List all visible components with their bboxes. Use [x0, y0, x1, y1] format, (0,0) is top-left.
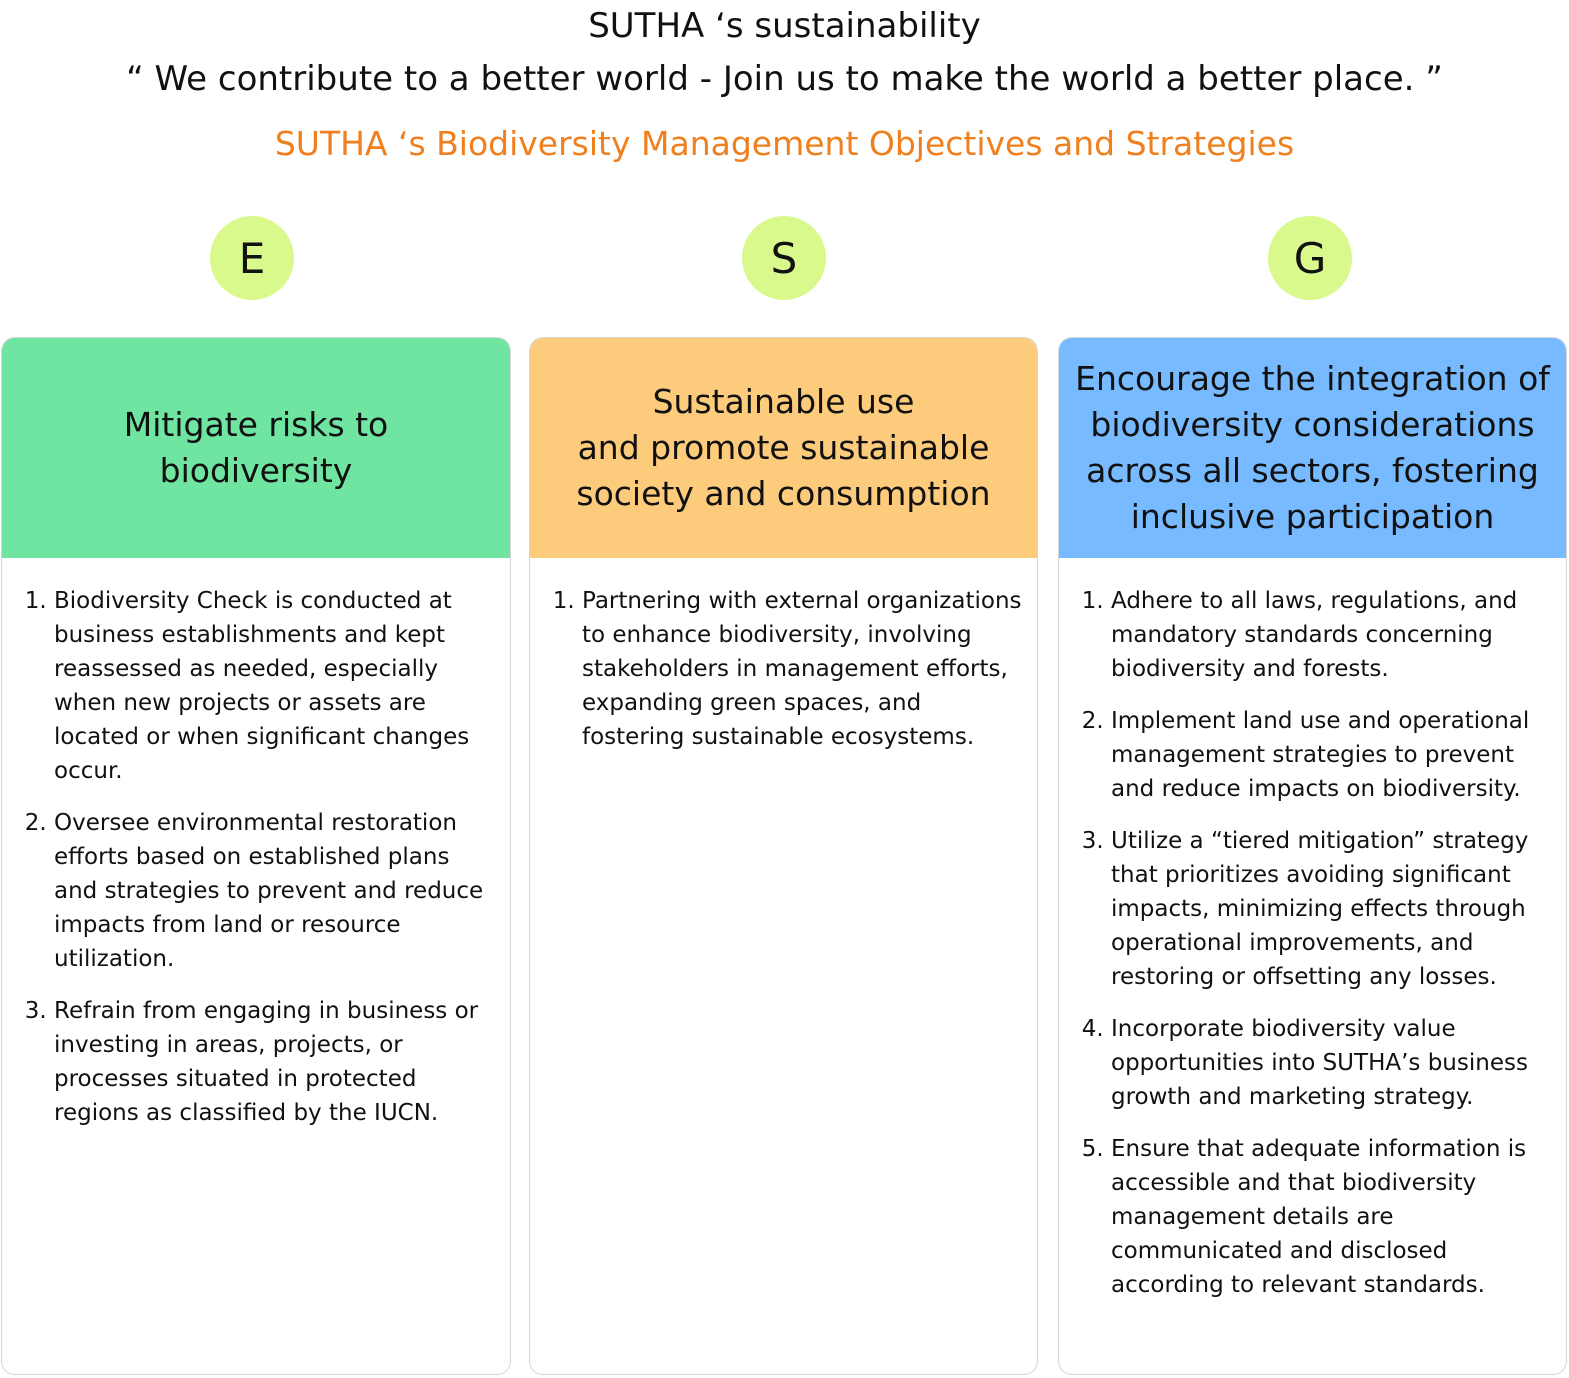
heading-line: Sustainable use: [652, 382, 915, 421]
page-subtitle: SUTHA ‘s Biodiversity Management Objecti…: [274, 124, 1295, 163]
badge-s: S: [742, 216, 826, 300]
heading-line: and promote sustainable: [577, 428, 990, 467]
card-heading-social: Sustainable use and promote sustainable …: [530, 338, 1037, 558]
list-item: Partnering with external organizations t…: [582, 584, 1025, 754]
list-item: Utilize a “tiered mitigation” strategy t…: [1111, 824, 1562, 994]
list-item: Biodiversity Check is conducted at busin…: [54, 584, 498, 788]
list-item: Refrain from engaging in business or inv…: [54, 994, 498, 1130]
objectives-list: Partnering with external organizations t…: [552, 584, 1025, 754]
card-governance: Encourage the integration of biodiversit…: [1058, 337, 1567, 1375]
heading-line: biodiversity: [159, 451, 353, 490]
heading-line: biodiversity considerations: [1090, 405, 1535, 444]
objectives-list: Biodiversity Check is conducted at busin…: [24, 584, 498, 1130]
list-item: Ensure that adequate information is acce…: [1111, 1132, 1562, 1302]
list-item: Oversee environmental restoration effort…: [54, 806, 498, 976]
heading-line: across all sectors, fostering: [1086, 451, 1539, 490]
badge-g: G: [1268, 216, 1352, 300]
list-item: Implement land use and operational manag…: [1111, 704, 1562, 806]
card-environmental: Mitigate risks to biodiversity Biodivers…: [1, 337, 511, 1375]
card-body-governance: Adhere to all laws, regulations, and man…: [1059, 558, 1566, 1302]
page-quote: “ We contribute to a better world - Join…: [126, 59, 1443, 99]
card-heading-environmental: Mitigate risks to biodiversity: [2, 338, 510, 558]
page-title: SUTHA ‘s sustainability: [588, 6, 981, 46]
badge-e: E: [210, 216, 294, 300]
objectives-list: Adhere to all laws, regulations, and man…: [1081, 584, 1562, 1302]
list-item: Adhere to all laws, regulations, and man…: [1111, 584, 1562, 686]
heading-line: Mitigate risks to: [123, 405, 389, 444]
card-social: Sustainable use and promote sustainable …: [529, 337, 1038, 1375]
heading-line: society and consumption: [576, 474, 991, 513]
list-item: Incorporate biodiversity value opportuni…: [1111, 1012, 1562, 1114]
heading-line: Encourage the integration of: [1075, 359, 1550, 398]
card-body-environmental: Biodiversity Check is conducted at busin…: [2, 558, 510, 1130]
card-heading-governance: Encourage the integration of biodiversit…: [1059, 338, 1566, 558]
card-body-social: Partnering with external organizations t…: [530, 558, 1037, 754]
heading-line: inclusive participation: [1130, 497, 1495, 536]
